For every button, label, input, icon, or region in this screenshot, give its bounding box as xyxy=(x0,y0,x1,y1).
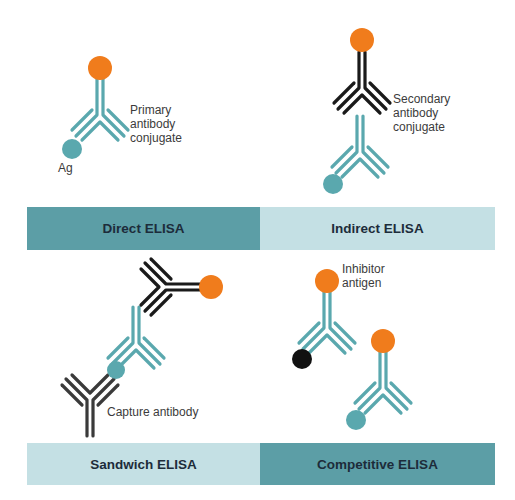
primary-antibody xyxy=(355,352,411,413)
enzyme-label xyxy=(315,269,339,293)
method-title: Sandwich ELISA xyxy=(90,457,197,472)
antigen xyxy=(323,174,343,194)
primary-antibody xyxy=(299,292,355,353)
part-label: Ag xyxy=(58,161,88,175)
secondary-antibody xyxy=(334,52,390,113)
enzyme-label xyxy=(88,56,112,80)
primary-antibody xyxy=(332,116,388,177)
enzyme-label xyxy=(371,329,395,353)
part-label: Primary antibody conjugate xyxy=(130,103,196,145)
inhibitor-antigen xyxy=(292,349,312,369)
method-band: Competitive ELISA xyxy=(260,443,495,485)
antigen xyxy=(346,410,366,430)
part-label: Capture antibody xyxy=(107,405,237,419)
enzyme-label xyxy=(199,275,223,299)
method-band: Direct ELISA xyxy=(27,207,260,250)
method-band: Sandwich ELISA xyxy=(27,443,260,485)
antigen xyxy=(62,139,82,159)
method-title: Direct ELISA xyxy=(103,221,185,236)
detection-antibody xyxy=(108,307,164,368)
method-band: Indirect ELISA xyxy=(260,207,495,250)
method-title: Competitive ELISA xyxy=(317,457,438,472)
method-title: Indirect ELISA xyxy=(331,221,423,236)
primary-antibody xyxy=(72,79,128,140)
part-label: Inhibitor antigen xyxy=(342,262,406,290)
part-label: Secondary antibody conjugate xyxy=(393,92,465,134)
secondary-antibody xyxy=(141,259,202,315)
enzyme-label xyxy=(350,28,374,52)
